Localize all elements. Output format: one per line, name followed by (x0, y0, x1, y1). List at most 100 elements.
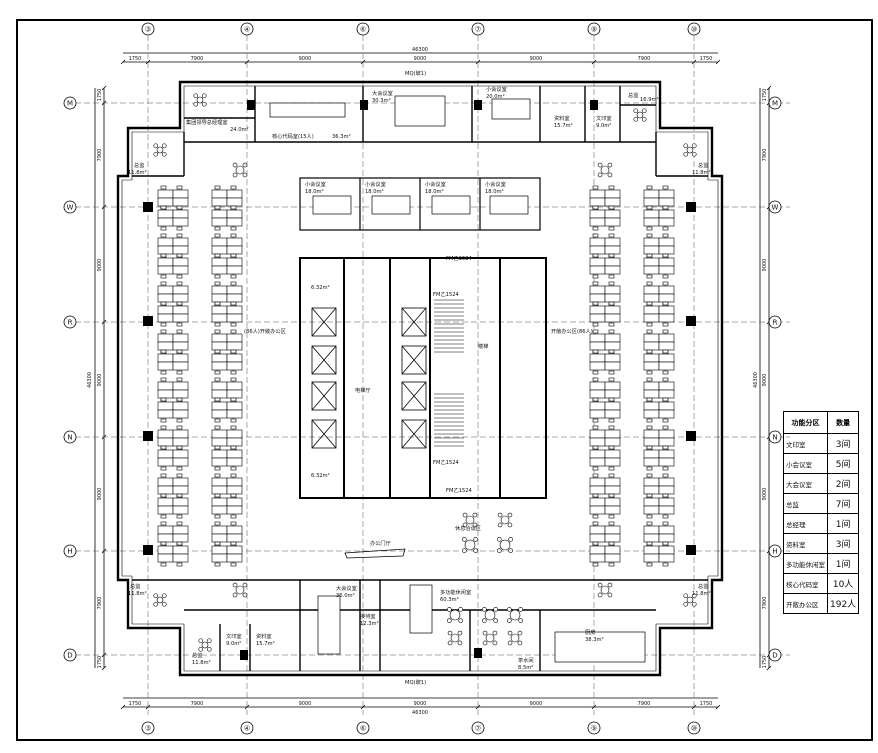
chair (232, 172, 238, 178)
desk (658, 333, 675, 343)
desk (172, 533, 189, 543)
chair (230, 322, 237, 327)
desk (604, 245, 621, 255)
desk (226, 505, 243, 515)
desk (589, 457, 606, 467)
axis-col-5b: ⑨ (591, 725, 597, 733)
desk (643, 197, 660, 207)
chair (646, 233, 653, 238)
dim-tick (120, 704, 126, 710)
desk (226, 197, 243, 207)
desk (172, 209, 189, 219)
chair (230, 253, 237, 258)
chair (592, 233, 599, 238)
dim-tick (715, 704, 721, 710)
axis-bubbles (63, 22, 782, 735)
chair (232, 582, 238, 588)
desk (157, 245, 174, 255)
chair (641, 116, 647, 122)
round-table (450, 633, 460, 643)
axis-col-1: ③ (145, 26, 151, 34)
chair (160, 281, 167, 286)
chair (592, 493, 599, 498)
desk (604, 497, 621, 507)
chair (517, 630, 523, 636)
chair (458, 607, 463, 612)
chair (646, 205, 653, 210)
desk (172, 237, 189, 247)
chair (482, 630, 488, 636)
chair (160, 514, 167, 519)
desk (172, 341, 189, 351)
desk (226, 381, 243, 391)
chair (662, 301, 669, 306)
desk (658, 389, 675, 399)
chair (662, 349, 669, 354)
chair (608, 541, 615, 546)
chair (592, 349, 599, 354)
chair (608, 418, 615, 423)
chair (608, 281, 615, 286)
chair (662, 274, 669, 279)
desk (226, 293, 243, 303)
chair (176, 493, 183, 498)
chair (214, 397, 221, 402)
chair (176, 418, 183, 423)
axis-row-3r: R (773, 319, 778, 327)
dim-bottom-total: 46300 (412, 710, 428, 716)
dim-left-1: 1750 (97, 89, 103, 102)
chair (232, 592, 238, 598)
chair (493, 618, 498, 623)
desk (589, 449, 606, 459)
chair (683, 143, 689, 149)
desk (211, 381, 228, 391)
elevator-car (401, 307, 427, 337)
chair (447, 618, 452, 623)
chair (160, 301, 167, 306)
desk (226, 353, 243, 363)
chair (160, 322, 167, 327)
desk (643, 209, 660, 219)
chair (662, 473, 669, 478)
chair (161, 143, 167, 149)
desk (211, 533, 228, 543)
desk (589, 265, 606, 275)
chair (447, 630, 453, 636)
chair (597, 582, 603, 588)
label-manager-tr-area: 16.9m² (640, 97, 659, 103)
round-table (686, 596, 694, 604)
chair (646, 514, 653, 519)
dim-top-6: 7900 (638, 56, 651, 62)
desk (172, 265, 189, 275)
elevator-cross (311, 307, 337, 337)
legend-header-function: 功能分区 (783, 411, 828, 434)
chair (646, 562, 653, 567)
desk (226, 245, 243, 255)
desk (172, 485, 189, 495)
desk (604, 449, 621, 459)
chair (160, 562, 167, 567)
chair (176, 466, 183, 471)
chair (646, 349, 653, 354)
label-manager-br: 总监 (698, 582, 708, 590)
chair (214, 370, 221, 375)
chair (683, 593, 689, 599)
chair (497, 522, 503, 528)
desk (589, 293, 606, 303)
desk (226, 429, 243, 439)
elevator-car (311, 345, 337, 375)
chair (214, 521, 221, 526)
dim-tick (101, 665, 107, 671)
chair (473, 537, 478, 542)
chair (646, 370, 653, 375)
legend-name: 大会议室 (783, 473, 828, 494)
chair (662, 329, 669, 334)
desk (643, 533, 660, 543)
label-small-meeting-1: 小会议室 (305, 180, 326, 188)
chair (160, 521, 167, 526)
desk (589, 545, 606, 555)
elevator-cross (311, 419, 337, 449)
chair (214, 349, 221, 354)
desk (643, 389, 660, 399)
desk (157, 457, 174, 467)
